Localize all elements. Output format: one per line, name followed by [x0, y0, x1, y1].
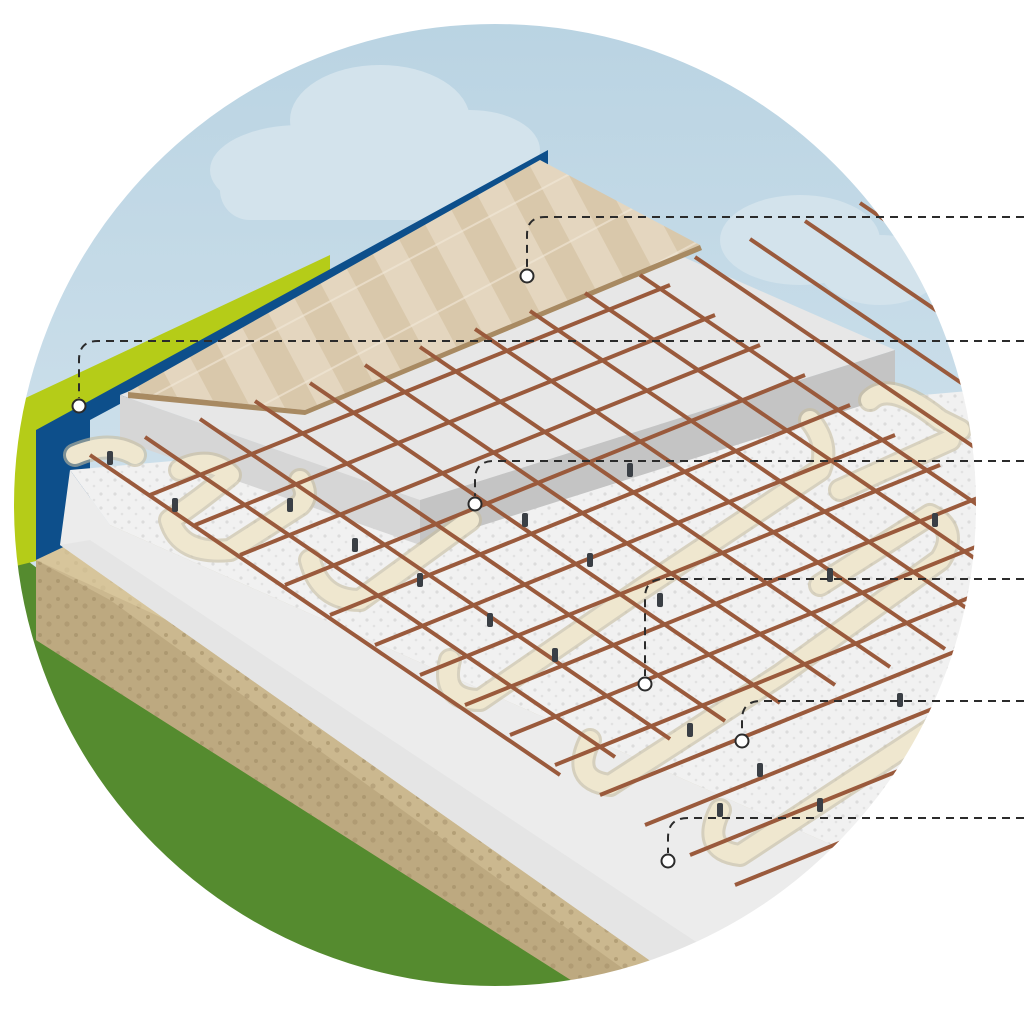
mesh-bar [253, 399, 727, 723]
mesh-bar [599, 583, 977, 797]
pipe-clip [687, 723, 693, 737]
pipe-clip [932, 513, 938, 527]
mesh-bar [149, 283, 671, 497]
pipe-clip [107, 451, 113, 465]
reinforcement-mesh [88, 183, 977, 887]
mesh-bar [143, 435, 617, 759]
callouts [78, 216, 1024, 853]
mesh-bar [803, 219, 977, 543]
pipe-clip [587, 553, 593, 567]
callout-marker-heating-pipe [637, 676, 653, 692]
pipe-clip [487, 613, 493, 627]
mesh-bar [284, 373, 806, 587]
mesh-bar [734, 673, 977, 887]
pipe-clip [627, 463, 633, 477]
pipe-clip [522, 513, 528, 527]
pipe-clip [897, 693, 903, 707]
mesh-bar [363, 363, 837, 687]
callout-marker-screed [467, 496, 483, 512]
mesh-bar [239, 343, 761, 557]
mesh-bar [464, 493, 977, 707]
mesh-bar [88, 453, 562, 777]
mesh-bar [329, 403, 851, 617]
circle-frame [12, 22, 978, 988]
mesh-bar [308, 381, 782, 705]
mesh-bar [638, 273, 977, 597]
pipe-clip [172, 498, 178, 512]
pipe-clips [107, 451, 938, 817]
wood-floor [128, 160, 702, 415]
pipe-clip [352, 538, 358, 552]
callout-marker-edge-wall [71, 398, 87, 414]
callout-line-edge-wall [78, 340, 1024, 398]
pipe-clip [827, 568, 833, 582]
mesh-bar [198, 417, 672, 741]
pipe-clip [817, 798, 823, 812]
callout-marker-wood-floor [519, 268, 535, 284]
mesh-bar [194, 313, 716, 527]
callout-marker-mesh [734, 733, 750, 749]
callout-line-wood-floor [526, 216, 1024, 268]
mesh-bar [748, 237, 977, 561]
mesh-bar [554, 553, 977, 767]
mesh-bar [644, 613, 977, 827]
pipe-clip [417, 573, 423, 587]
mesh-bar [693, 255, 977, 579]
mesh-bar [374, 433, 896, 647]
pipe-clip [657, 593, 663, 607]
callout-line-screed [474, 460, 1024, 496]
mesh-bar [419, 463, 941, 677]
callout-markers [71, 268, 750, 869]
callout-marker-insulation [660, 853, 676, 869]
mesh-bar [528, 309, 977, 633]
pipe-clip [757, 763, 763, 777]
callout-line-insulation [667, 817, 1024, 853]
mesh-bar [509, 523, 977, 737]
pipe-clip [552, 648, 558, 662]
pipe-clip [717, 803, 723, 817]
pipe-clip [287, 498, 293, 512]
